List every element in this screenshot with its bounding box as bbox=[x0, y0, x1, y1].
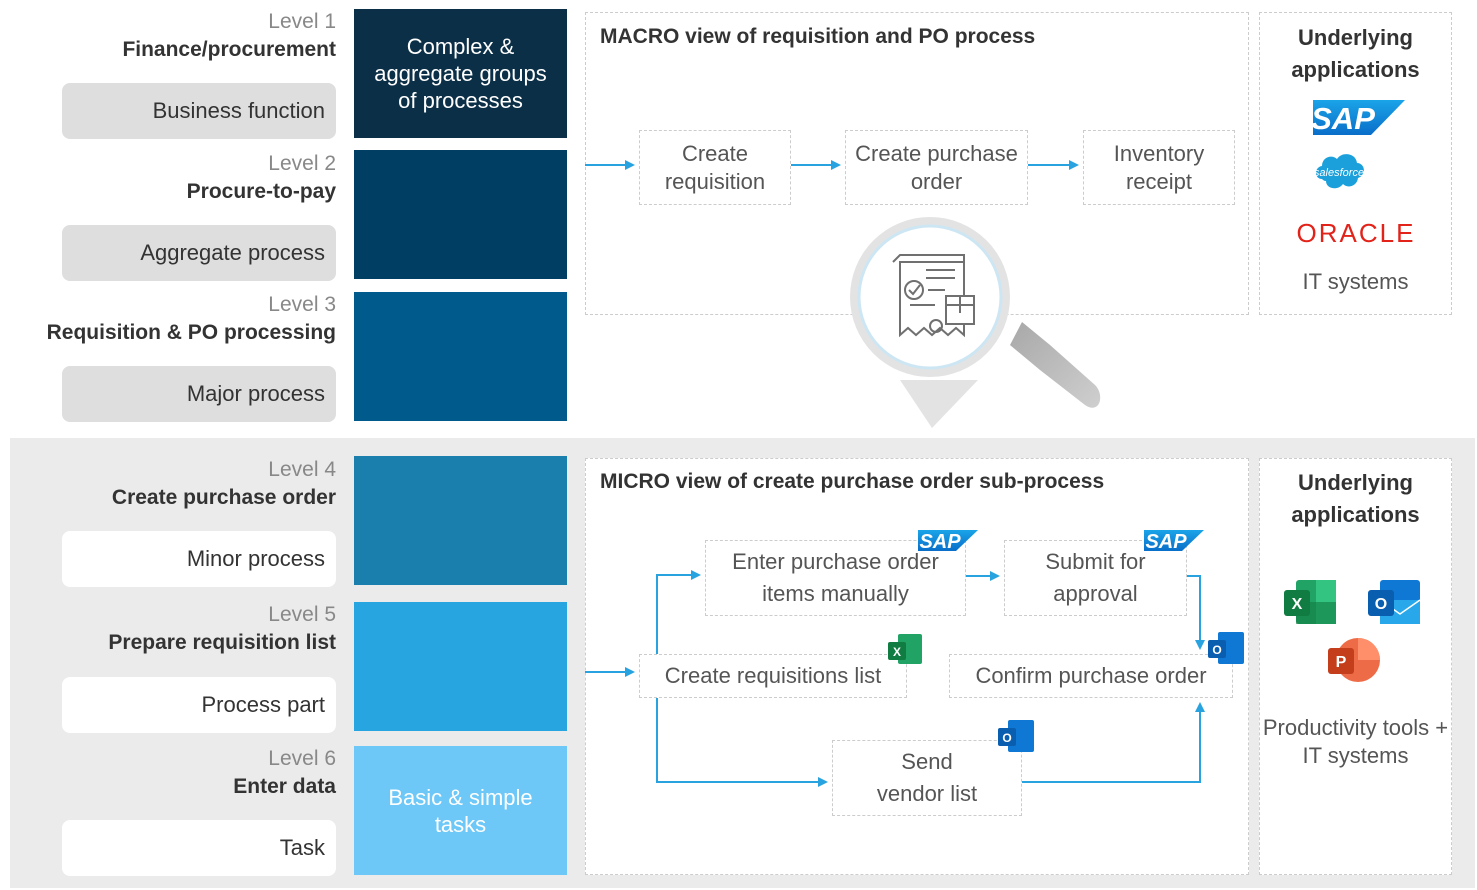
svg-text:SAP: SAP bbox=[1313, 101, 1375, 135]
micro-step-submit: Submit for approval bbox=[1004, 540, 1187, 616]
macro-step-create-purchase-order: Create purchase order bbox=[845, 130, 1028, 205]
level-5-label: Level 5 Prepare requisition list bbox=[0, 602, 336, 658]
micro-step-create-list: Create requisitions list bbox=[639, 654, 907, 698]
level-title: Finance/procurement bbox=[122, 38, 336, 61]
step-label: Create requisition bbox=[664, 140, 766, 194]
level-2-color-box bbox=[354, 150, 567, 279]
level-number: Level 6 bbox=[268, 747, 336, 770]
level-4-color-box bbox=[354, 456, 567, 585]
micro-view-title: MICRO view of create purchase order sub-… bbox=[600, 470, 1105, 493]
level-2-pill: Aggregate process bbox=[62, 225, 336, 281]
svg-text:salesforce: salesforce bbox=[1314, 167, 1364, 179]
level-3-label: Level 3 Requisition & PO processing bbox=[0, 292, 336, 348]
level-6-label: Level 6 Enter data bbox=[0, 746, 336, 802]
step-label: Create purchase order bbox=[855, 140, 1018, 194]
step-label: Submit for approval bbox=[1045, 549, 1146, 606]
level-number: Level 1 bbox=[268, 10, 336, 33]
macro-step-create-requisition: Create requisition bbox=[639, 130, 791, 205]
level-3-pill: Major process bbox=[62, 366, 336, 422]
level-3-color-box bbox=[354, 292, 567, 421]
level-2-label: Level 2 Procure-to-pay bbox=[0, 151, 336, 207]
step-label: Create requisitions list bbox=[664, 663, 882, 688]
level-5-pill: Process part bbox=[62, 677, 336, 733]
micro-step-enter-items: Enter purchase order items manually bbox=[705, 540, 966, 616]
salesforce-logo-icon: salesforce bbox=[1314, 154, 1364, 189]
step-label: Confirm purchase order bbox=[975, 663, 1207, 688]
oracle-logo: ORACLE bbox=[1296, 218, 1416, 248]
level-title: Prepare requisition list bbox=[108, 631, 336, 654]
level-title: Requisition & PO processing bbox=[46, 321, 336, 344]
sap-logo-icon: SAP bbox=[1313, 100, 1405, 135]
micro-apps-title: Underlying applications bbox=[1291, 470, 1420, 527]
aggregate-groups-label: Complex & aggregate groups of processes bbox=[374, 34, 547, 113]
macro-apps-title: Underlying applications bbox=[1291, 25, 1420, 82]
level-6-color-box: Basic & simple tasks bbox=[354, 746, 567, 875]
level-title: Enter data bbox=[233, 775, 336, 798]
macro-step-inventory-receipt: Inventory receipt bbox=[1083, 130, 1235, 205]
macro-apps-caption: IT systems bbox=[1302, 269, 1409, 294]
step-label: Inventory receipt bbox=[1113, 140, 1205, 194]
level-6-pill: Task bbox=[62, 820, 336, 876]
level-1-color-box: Complex & aggregate groups of processes bbox=[354, 9, 567, 138]
level-1-label: Level 1 Finance/procurement bbox=[0, 9, 336, 65]
micro-step-confirm: Confirm purchase order bbox=[949, 654, 1233, 698]
level-title: Create purchase order bbox=[111, 486, 336, 509]
step-label: Send vendor list bbox=[876, 749, 978, 806]
level-number: Level 2 bbox=[268, 152, 336, 175]
level-number: Level 3 bbox=[268, 293, 336, 316]
level-title: Procure-to-pay bbox=[186, 180, 336, 203]
level-number: Level 4 bbox=[268, 458, 336, 481]
level-4-pill: Minor process bbox=[62, 531, 336, 587]
basic-tasks-label: Basic & simple tasks bbox=[388, 784, 533, 837]
level-1-pill: Business function bbox=[62, 83, 336, 139]
level-4-label: Level 4 Create purchase order bbox=[0, 457, 336, 513]
macro-view-title: MACRO view of requisition and PO process bbox=[600, 25, 1036, 48]
step-label: Enter purchase order items manually bbox=[732, 549, 939, 606]
level-number: Level 5 bbox=[268, 603, 336, 626]
micro-apps-caption: Productivity tools + IT systems bbox=[1262, 715, 1449, 768]
micro-step-send-list: Send vendor list bbox=[832, 740, 1022, 816]
level-5-color-box bbox=[354, 602, 567, 731]
